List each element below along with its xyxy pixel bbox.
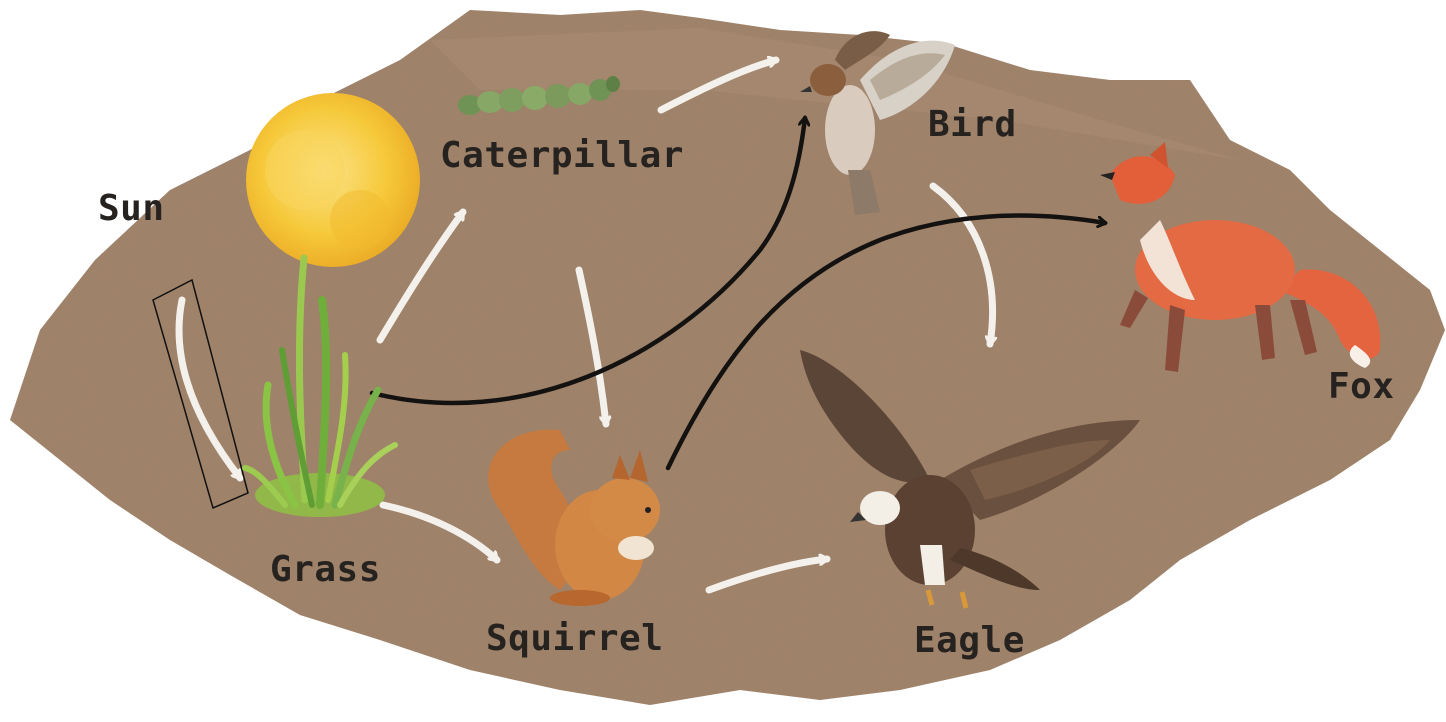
label-grass: Grass <box>270 549 381 590</box>
label-bird: Bird <box>928 104 1017 145</box>
label-squirrel: Squirrel <box>486 618 663 659</box>
label-sun: Sun <box>98 188 165 229</box>
label-eagle: Eagle <box>914 620 1025 661</box>
paper-background <box>10 10 1445 705</box>
label-caterpillar: Caterpillar <box>440 135 684 176</box>
label-fox: Fox <box>1328 366 1395 407</box>
sun-icon <box>246 93 420 267</box>
